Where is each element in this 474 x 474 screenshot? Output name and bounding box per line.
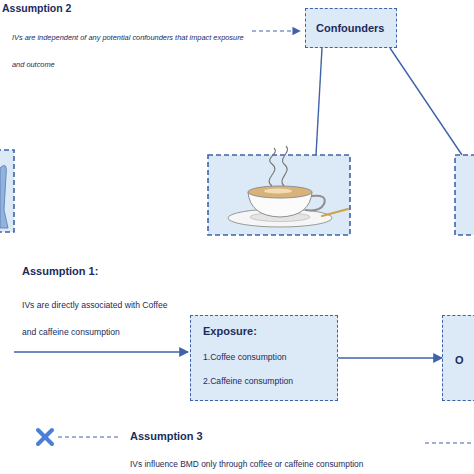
steam <box>269 148 275 186</box>
assumption-heading: Assumption 2 <box>2 2 71 15</box>
assumption-note: IVs influence BMD only through coffee or… <box>130 458 363 470</box>
cross-mark <box>38 430 52 444</box>
box-heading: Exposure: <box>203 325 257 337</box>
person-figure <box>0 165 8 228</box>
cup-handle <box>305 196 325 211</box>
assumption-heading: Assumption 3 <box>130 429 203 443</box>
process-box: Exposure: 1.Coffee consumption 2.Caffeine … <box>190 315 338 401</box>
confounder-line <box>316 48 322 155</box>
image-box <box>0 150 14 232</box>
box-heading: Confounders <box>316 22 384 34</box>
image-box <box>455 155 474 235</box>
assumption-note: IVs are independent of any potential con… <box>12 24 247 78</box>
arrow-connector <box>338 357 442 358</box>
box-item: 2.Caffeine consumption <box>203 376 293 386</box>
process-box: Confounders <box>305 8 397 48</box>
process-box: O <box>442 315 474 401</box>
box-heading: O <box>455 354 464 366</box>
dashed-line <box>425 442 474 443</box>
coffee-surface <box>248 186 312 198</box>
assumption-note: IVs are directly associated with Coffee … <box>22 292 180 346</box>
assumption-arrow <box>252 30 300 31</box>
dashed-line <box>58 436 118 437</box>
assumption-heading: Assumption 1: <box>22 264 98 278</box>
box-item: 1.Coffee consumption <box>203 352 286 362</box>
confounder-line <box>390 48 462 155</box>
coffee-foam <box>264 189 292 194</box>
assumption-arrow <box>14 351 188 352</box>
steam <box>282 146 288 186</box>
cross-mark <box>38 430 52 444</box>
spoon <box>322 209 348 216</box>
image-box <box>208 155 350 235</box>
